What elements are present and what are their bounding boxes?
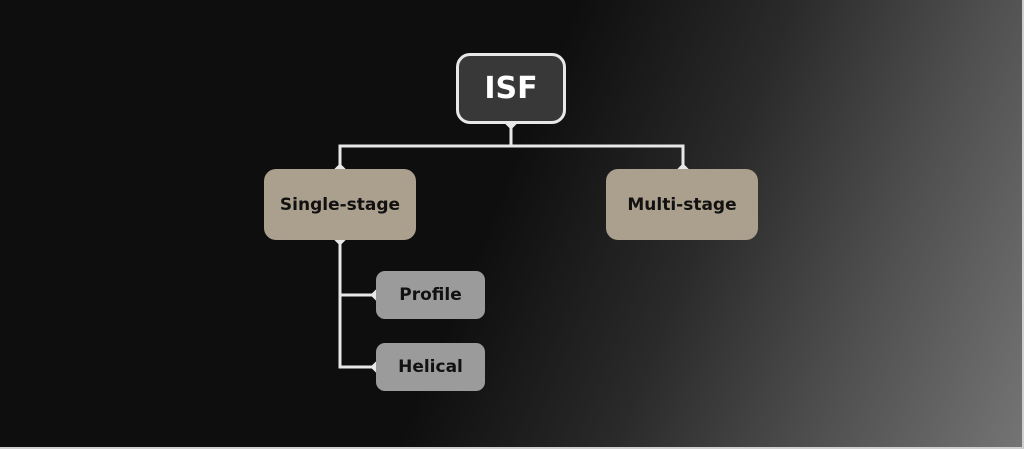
node-multi-stage: Multi-stage <box>606 169 758 240</box>
node-helical: Helical <box>376 343 485 391</box>
node-multi-stage-label: Multi-stage <box>627 194 737 215</box>
node-profile-label: Profile <box>399 285 462 305</box>
node-isf: ISF <box>456 53 566 124</box>
node-single-stage-label: Single-stage <box>279 194 401 215</box>
node-single-stage: Single-stage <box>264 169 416 240</box>
node-isf-label: ISF <box>484 71 538 106</box>
node-helical-label: Helical <box>398 357 463 377</box>
connector-single-stage-to-children <box>338 240 376 369</box>
node-profile: Profile <box>376 271 485 319</box>
connector-root-to-level1 <box>338 124 685 169</box>
